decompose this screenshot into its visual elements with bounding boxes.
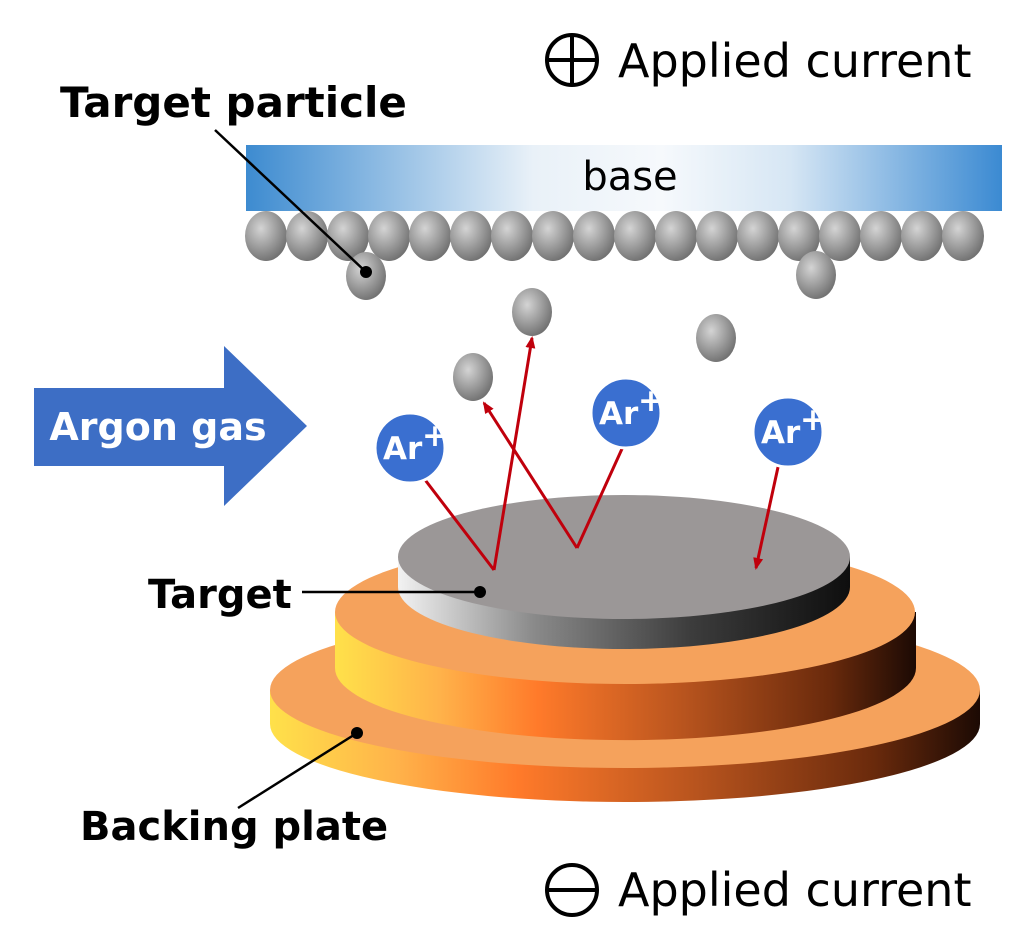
target-particle [696, 314, 736, 362]
sputter-path-middle [482, 401, 579, 549]
argon-ion: Ar+ [589, 376, 664, 450]
deposited-particle [614, 211, 656, 261]
target-particle-leader [214, 129, 367, 273]
deposited-particle [368, 211, 410, 261]
deposited-particle [737, 211, 779, 261]
deposited-particle [409, 211, 451, 261]
target-particle-dot [360, 266, 372, 278]
deposited-particle [901, 211, 943, 261]
argon-ion-circle [373, 411, 447, 485]
deposited-particle [819, 211, 861, 261]
argon-ion-label: Ar [761, 415, 801, 451]
target-particle [512, 288, 552, 336]
deposited-particle [491, 211, 533, 261]
deposited-particle [327, 211, 369, 261]
sputter-path-left [492, 336, 536, 571]
argon-gas-arrow [34, 346, 307, 506]
argon-ion-label: Ar [599, 396, 639, 432]
argon-ions: Ar+Ar+Ar+ [373, 376, 826, 485]
deposited-particle [245, 211, 287, 261]
ion-incoming-path-right [753, 457, 782, 570]
target-particle [453, 353, 493, 401]
argon-ion-label: Ar [383, 431, 423, 467]
deposited-particle [655, 211, 697, 261]
argon-ion-charge: + [800, 402, 826, 438]
base-plate [246, 145, 1002, 211]
deposited-particle [696, 211, 738, 261]
target-disc [398, 495, 850, 649]
target-particle-label: Target particle [60, 78, 407, 127]
argon-ion-charge: + [422, 418, 448, 454]
argon-ion: Ar+ [373, 411, 448, 485]
target-particle [796, 251, 836, 299]
free-particles [346, 251, 836, 401]
deposited-particle [532, 211, 574, 261]
ion-incoming-path-left [414, 467, 496, 571]
plus-icon [545, 33, 599, 87]
argon-ion-circle [589, 376, 663, 450]
deposited-particle [286, 211, 328, 261]
deposited-particle [573, 211, 615, 261]
backing-plate-leader [237, 731, 358, 810]
argon-ion-circle [751, 395, 825, 469]
argon-gas-label: Argon gas [49, 405, 266, 449]
deposited-particle [860, 211, 902, 261]
deposited-particle [778, 211, 820, 261]
deposited-particle [450, 211, 492, 261]
ion-incoming-path-middle [575, 439, 628, 549]
ion-trajectories [414, 336, 782, 571]
target-dot [474, 586, 486, 598]
argon-ion-charge: + [638, 383, 664, 419]
base-label: base [582, 154, 677, 200]
argon-ion: Ar+ [751, 395, 826, 469]
deposited-particle [942, 211, 984, 261]
backing-plate-dot [351, 727, 363, 739]
target-label: Target [148, 572, 292, 618]
deposited-particle-row [245, 211, 984, 261]
backing-plate-label: Backing plate [80, 804, 388, 850]
applied-current-top-label: Applied current [618, 34, 972, 88]
applied-current-bottom-label: Applied current [618, 863, 972, 917]
minus-icon [545, 863, 599, 917]
